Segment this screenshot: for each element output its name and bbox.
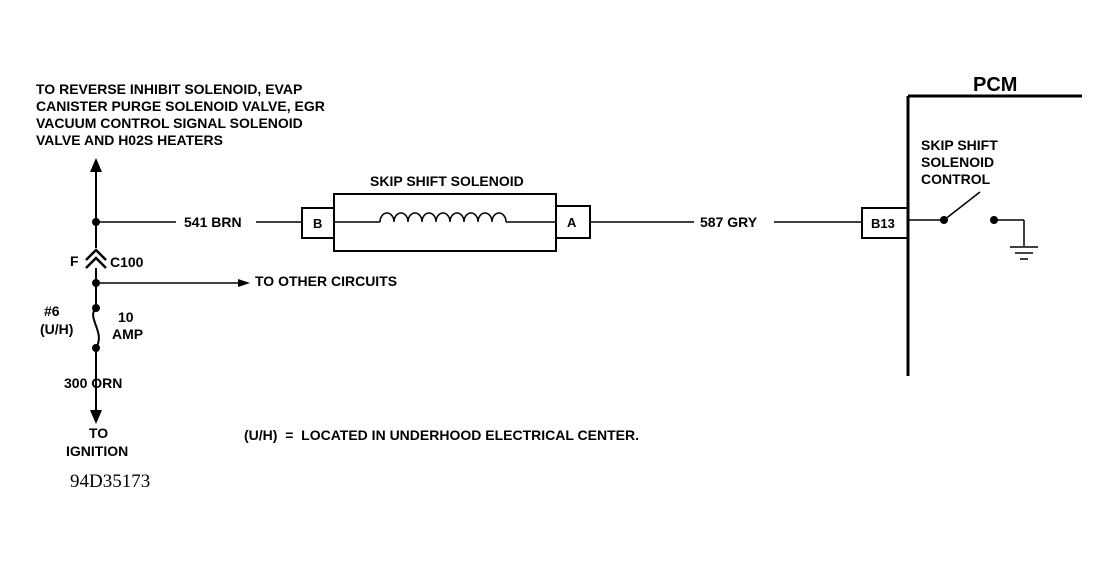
to-reverse-line-1: TO REVERSE INHIBIT SOLENOID, EVAP xyxy=(36,81,302,97)
connector-f-label: F xyxy=(70,253,79,269)
connector-chevron-upper xyxy=(85,248,107,261)
solenoid-coil xyxy=(379,212,507,223)
wire-587-label: 587 GRY xyxy=(700,214,758,230)
solenoid-title: SKIP SHIFT SOLENOID xyxy=(370,173,524,189)
pcm-control-line-2: SOLENOID xyxy=(921,154,994,170)
wire-541-label: 541 BRN xyxy=(184,214,242,230)
pin-b-label: B xyxy=(313,216,322,231)
to-other-circuits-label: TO OTHER CIRCUITS xyxy=(255,273,397,289)
pcm-module: PCM B13 SKIP SHIFT SOLENOID CONTROL xyxy=(861,74,1082,376)
to-reverse-line-4: VALVE AND H02S HEATERS xyxy=(36,132,223,148)
connector-c100-label: C100 xyxy=(110,254,144,270)
legend-note: (U/H) = LOCATED IN UNDERHOOD ELECTRICAL … xyxy=(244,427,639,443)
feed-circuit xyxy=(85,158,250,424)
pcm-label: PCM xyxy=(973,74,1017,96)
arrow-right-icon xyxy=(238,279,250,287)
fuse-location-label: (U/H) xyxy=(40,321,73,337)
pcm-control-line-1: SKIP SHIFT xyxy=(921,137,998,153)
pin-b13-box xyxy=(861,207,909,239)
fuse-element xyxy=(92,307,100,349)
fuse-rating-line-2: AMP xyxy=(112,326,143,342)
fuse-number-label: #6 xyxy=(44,303,60,319)
fuse-rating-line-1: 10 xyxy=(118,309,134,325)
arrow-up-icon xyxy=(90,158,102,172)
pin-a-label: A xyxy=(567,215,577,230)
diagram-id: 94D35173 xyxy=(70,471,150,492)
skip-shift-solenoid: SKIP SHIFT SOLENOID B A xyxy=(301,173,591,252)
arrow-down-icon xyxy=(90,410,102,424)
ground-icon xyxy=(1010,246,1038,260)
to-ignition-line-1: TO xyxy=(89,425,108,441)
pcm-control-line-3: CONTROL xyxy=(921,171,991,187)
to-reverse-line-2: CANISTER PURGE SOLENOID VALVE, EGR xyxy=(36,98,325,114)
pin-b13-label: B13 xyxy=(871,216,895,231)
wire-300-label: 300 ORN xyxy=(64,375,122,391)
to-ignition-line-2: IGNITION xyxy=(66,443,128,459)
connector-chevron-lower xyxy=(85,256,107,269)
to-reverse-line-3: VACUUM CONTROL SIGNAL SOLENOID xyxy=(36,115,303,131)
switch-blade xyxy=(943,191,981,221)
